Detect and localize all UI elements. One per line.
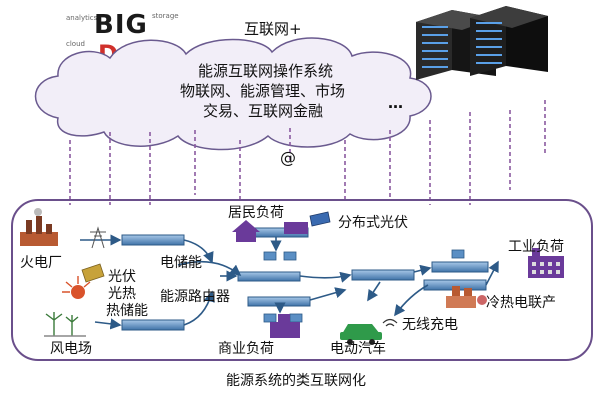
wireless-charging-label: 无线充电 [402,317,458,333]
data-link-lines [69,100,546,205]
pv-label-1: 光伏 [108,269,136,285]
thermal-plant-icon [20,208,58,246]
industrial-load-label: 工业负荷 [508,239,564,255]
house-icon [232,220,260,242]
wireless-signal-icon [382,318,398,327]
cloud-line-2: 物联网、能源管理、市场 [180,82,346,100]
electric-car-icon [340,324,382,345]
diagram-caption: 能源系统的类互联网化 [226,373,366,389]
cloud-line-1: 能源互联网操作系统 [198,62,334,80]
solar-panel-icon [81,263,105,283]
solar-thermal-icon [62,276,91,299]
chp-plant-icon [446,286,487,308]
internet-plus-label: 互联网+ [244,20,302,38]
factory-icon [528,248,564,278]
commercial-load-label: 商业负荷 [218,341,274,357]
residential-load-label: 居民负荷 [228,205,284,221]
cloud-ellipsis: … [388,94,403,112]
pv-label-3: 热储能 [106,303,148,319]
transmission-tower-icon [90,226,106,249]
wind-turbine-icon [44,312,86,337]
chp-label: 冷热电联产 [486,295,556,311]
cloud-line-3: 交易、互联网金融 [203,102,324,120]
energy-flow-arrows [80,234,499,330]
energy-router-label: 能源路由器 [160,289,230,305]
bus-bars [121,227,489,331]
rooftop-pv-icon [284,211,331,234]
commercial-building-icon [270,314,300,338]
at-symbol: @ [280,148,296,167]
thermal-plant-label: 火电厂 [20,255,62,271]
pv-label-2: 光热 [108,286,136,302]
energy-system-frame [11,199,593,361]
server-rack-icon [416,6,548,80]
cloud-shape [34,37,432,151]
electric-vehicle-label: 电动汽车 [330,341,386,357]
storage-label: 电储能 [160,255,202,271]
wind-farm-label: 风电场 [50,341,92,357]
big-word: BIG [94,10,148,40]
distributed-pv-label: 分布式光伏 [338,215,408,231]
